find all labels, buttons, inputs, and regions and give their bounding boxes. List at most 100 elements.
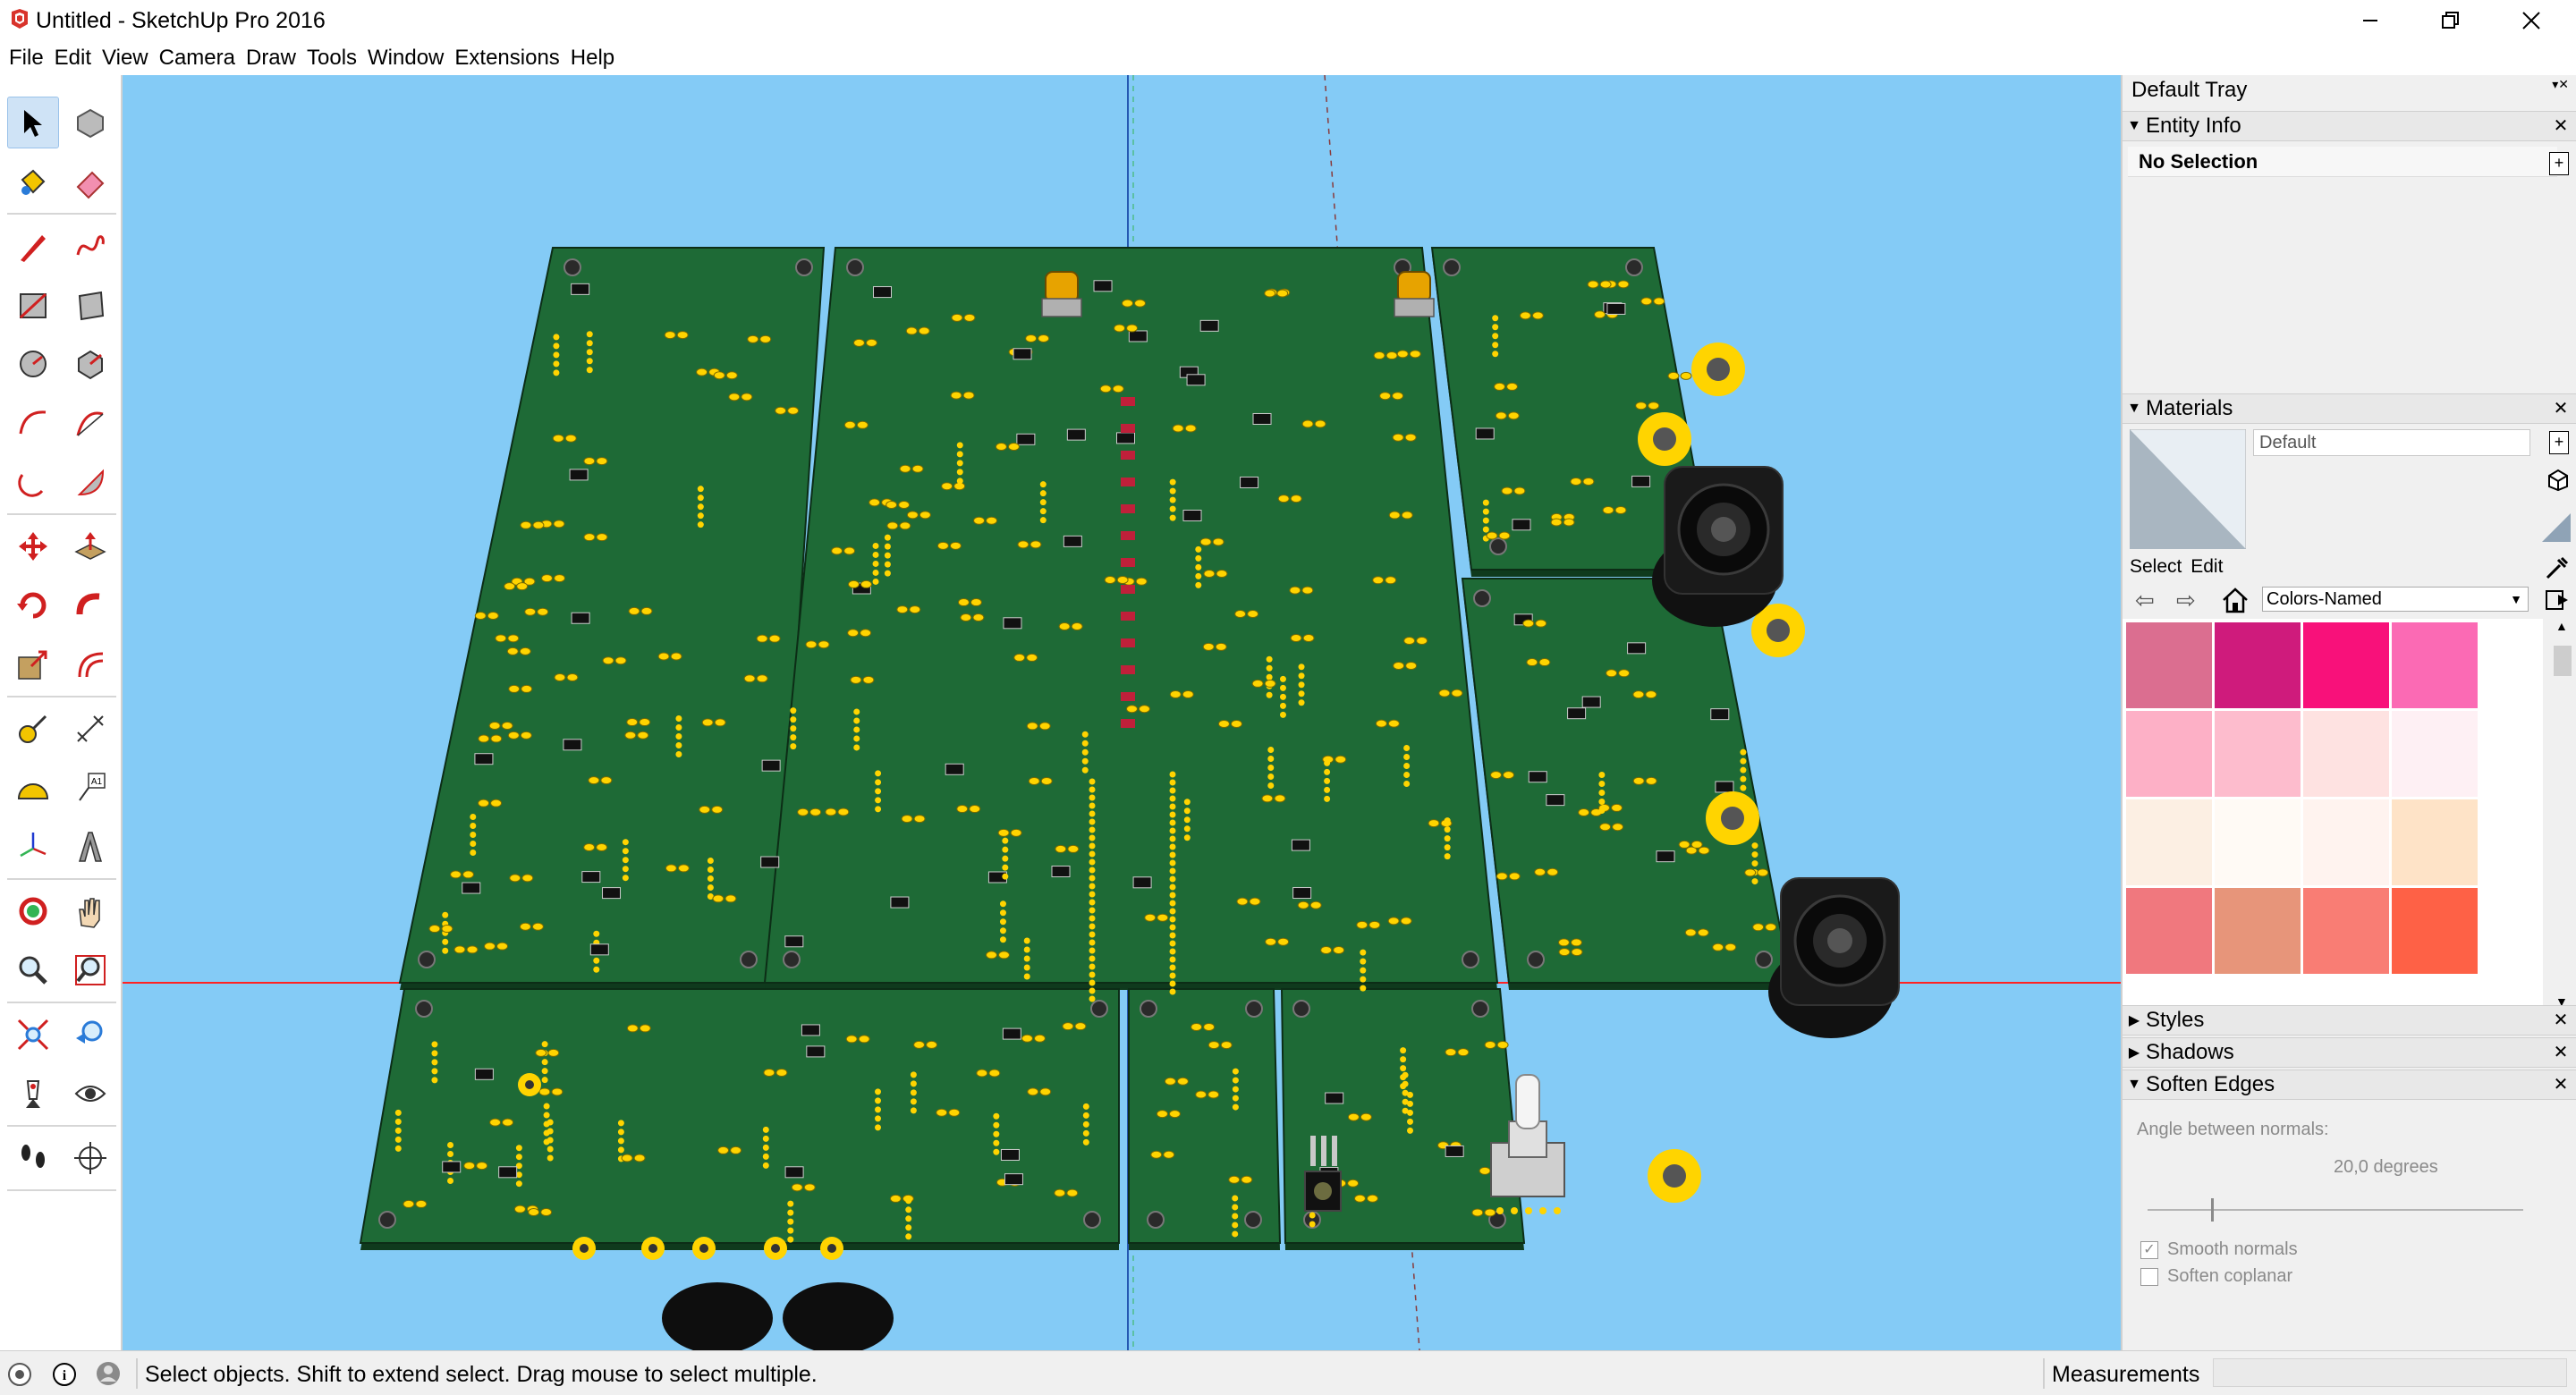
freehand-tool-button[interactable]: [64, 220, 116, 272]
forward-arrow-icon[interactable]: ⇨: [2176, 587, 2196, 613]
pie-tool-button[interactable]: [64, 456, 116, 508]
tab-select[interactable]: Select: [2130, 556, 2182, 577]
minimize-button[interactable]: [2330, 0, 2411, 41]
close-button[interactable]: [2491, 0, 2572, 41]
arc-tool-button[interactable]: [7, 397, 59, 449]
follow-me-tool-button[interactable]: [64, 579, 116, 631]
geo-location-icon[interactable]: [7, 1362, 32, 1387]
user-account-icon[interactable]: [95, 1360, 122, 1387]
panel-close-icon[interactable]: ✕: [2553, 399, 2569, 418]
rotated-rectangle-tool-button[interactable]: [64, 279, 116, 331]
menu-edit[interactable]: Edit: [54, 46, 92, 70]
scale-tool-button[interactable]: [7, 638, 59, 690]
sample-paint-icon[interactable]: [2544, 465, 2571, 492]
protractor-tool-button[interactable]: [7, 762, 59, 814]
two-point-arc-tool-button[interactable]: [64, 397, 116, 449]
scroll-up-arrow-icon[interactable]: ▲: [2555, 619, 2568, 633]
polygon-tool-button[interactable]: [64, 338, 116, 390]
eyedropper-icon[interactable]: [2542, 553, 2571, 581]
material-swatch[interactable]: [2392, 711, 2478, 797]
entity-info-panel-header[interactable]: ▼ Entity Info ✕: [2123, 111, 2576, 141]
smooth-normals-checkbox-row[interactable]: ✓ Smooth normals: [2140, 1239, 2298, 1260]
zoom-tool-button[interactable]: [7, 944, 59, 996]
swatch-scrollbar[interactable]: ▲ ▼: [2548, 619, 2576, 1012]
zoom-extents-tool-button[interactable]: [7, 1009, 59, 1061]
move-tool-button[interactable]: [7, 520, 59, 572]
axes-tool-button[interactable]: [7, 821, 59, 873]
material-swatch[interactable]: [2126, 799, 2212, 885]
home-icon[interactable]: [2221, 587, 2250, 613]
soften-coplanar-checkbox-row[interactable]: Soften coplanar: [2140, 1266, 2292, 1287]
materials-panel-header[interactable]: ▼ Materials ✕: [2123, 393, 2576, 424]
smooth-normals-checkbox[interactable]: ✓: [2140, 1240, 2158, 1259]
restore-button[interactable]: [2411, 0, 2491, 41]
details-arrow-icon[interactable]: [2544, 587, 2571, 613]
material-swatch[interactable]: [2126, 711, 2212, 797]
tape-measure-tool-button[interactable]: [7, 703, 59, 755]
material-swatch[interactable]: [2126, 888, 2212, 974]
pan-tool-button[interactable]: [64, 885, 116, 937]
orbit-tool-button[interactable]: [7, 885, 59, 937]
measurements-box[interactable]: [2213, 1358, 2567, 1387]
soften-coplanar-checkbox[interactable]: [2140, 1267, 2158, 1286]
tab-edit[interactable]: Edit: [2190, 556, 2224, 577]
menu-tools[interactable]: Tools: [307, 46, 358, 70]
position-camera-tool-button[interactable]: [7, 1068, 59, 1120]
panel-close-icon[interactable]: ✕: [2553, 1075, 2569, 1095]
material-swatch[interactable]: [2392, 622, 2478, 708]
panel-close-icon[interactable]: ✕: [2553, 1043, 2569, 1062]
walk-tool-button[interactable]: [7, 1132, 59, 1184]
push-pull-tool-button[interactable]: [64, 520, 116, 572]
angle-slider-track[interactable]: [2148, 1209, 2523, 1211]
paint-bucket-tool-button[interactable]: [7, 156, 59, 207]
material-swatch[interactable]: [2303, 799, 2389, 885]
drawing-area-viewport[interactable]: [123, 75, 2121, 1350]
material-swatch[interactable]: [2303, 888, 2389, 974]
angle-slider-thumb[interactable]: [2211, 1198, 2214, 1222]
soften-edges-panel-header[interactable]: ▼ Soften Edges ✕: [2123, 1070, 2576, 1100]
entity-info-details-icon[interactable]: +: [2549, 152, 2569, 175]
offset-tool-button[interactable]: [64, 638, 116, 690]
rotate-tool-button[interactable]: [7, 579, 59, 631]
panel-close-icon[interactable]: ✕: [2553, 1010, 2569, 1030]
material-swatch[interactable]: [2392, 799, 2478, 885]
menu-extensions[interactable]: Extensions: [454, 46, 560, 70]
material-name-field[interactable]: Default: [2253, 429, 2530, 456]
3d-text-tool-button[interactable]: [64, 821, 116, 873]
material-swatch[interactable]: [2215, 622, 2301, 708]
menu-view[interactable]: View: [102, 46, 148, 70]
dimension-tool-button[interactable]: [64, 703, 116, 755]
create-material-icon[interactable]: +: [2549, 431, 2569, 454]
rectangle-tool-button[interactable]: [7, 279, 59, 331]
eraser-tool-button[interactable]: [64, 156, 116, 207]
circle-tool-button[interactable]: [7, 338, 59, 390]
look-around-tool-button[interactable]: [64, 1068, 116, 1120]
pencil-line-tool-button[interactable]: [7, 220, 59, 272]
credits-info-icon[interactable]: i: [52, 1362, 77, 1387]
menu-window[interactable]: Window: [368, 46, 445, 70]
menu-help[interactable]: Help: [570, 46, 615, 70]
component-tool-button[interactable]: [64, 97, 116, 148]
shadows-panel-header[interactable]: ▶ Shadows ✕: [2123, 1037, 2576, 1068]
default-material-icon[interactable]: [2540, 512, 2572, 544]
library-dropdown[interactable]: Colors-Named ▼: [2262, 587, 2529, 612]
select-tool-button[interactable]: [7, 97, 59, 148]
tray-pin-icon[interactable]: ▾✕: [2552, 77, 2569, 91]
material-swatch[interactable]: [2215, 711, 2301, 797]
text-tool-button[interactable]: A1: [64, 762, 116, 814]
menu-camera[interactable]: Camera: [158, 46, 235, 70]
previous-view-tool-button[interactable]: [64, 1009, 116, 1061]
material-swatch[interactable]: [2126, 622, 2212, 708]
menu-file[interactable]: File: [9, 46, 44, 70]
material-swatch[interactable]: [2215, 888, 2301, 974]
zoom-window-tool-button[interactable]: [64, 944, 116, 996]
menu-draw[interactable]: Draw: [245, 46, 296, 70]
back-arrow-icon[interactable]: ⇦: [2135, 587, 2155, 613]
material-swatch[interactable]: [2303, 622, 2389, 708]
styles-panel-header[interactable]: ▶ Styles ✕: [2123, 1005, 2576, 1036]
material-swatch[interactable]: [2392, 888, 2478, 974]
section-plane-tool-button[interactable]: [64, 1132, 116, 1184]
three-point-arc-tool-button[interactable]: [7, 456, 59, 508]
scrollbar-thumb[interactable]: [2554, 646, 2572, 676]
material-swatch[interactable]: [2303, 711, 2389, 797]
